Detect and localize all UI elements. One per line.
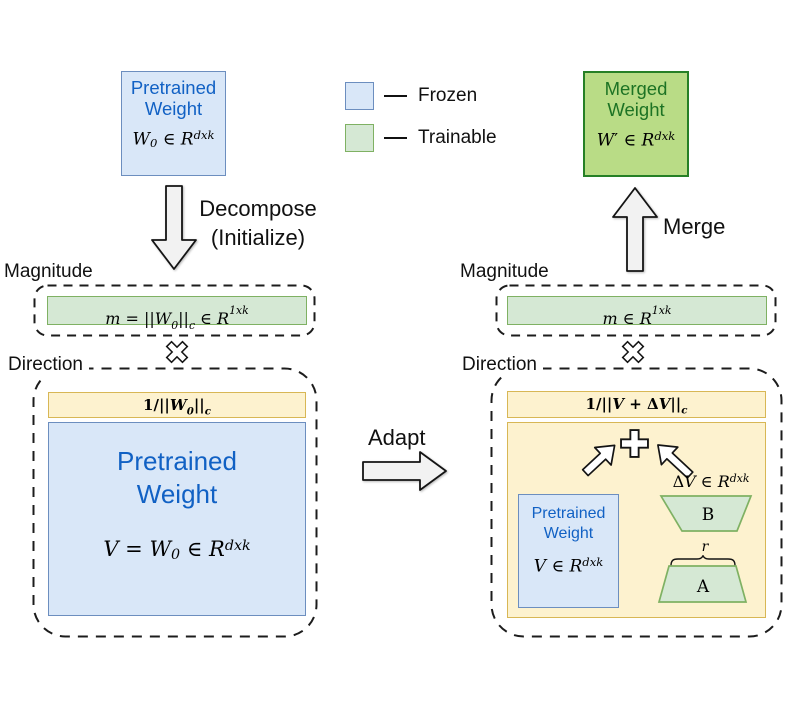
merged-weight-title-line1: Merged [604, 78, 668, 99]
sum-arrow-from-lora-icon [657, 444, 694, 479]
direction-label-right: Direction [462, 354, 543, 376]
merged-weight-title-line2: Weight [607, 99, 665, 120]
sum-arrow-from-pretrained-icon [581, 444, 616, 477]
direction-pretrained-title-line2: Weight [136, 479, 218, 509]
direction-pretrained-right-title-line2: Weight [543, 525, 594, 542]
scale-bar-left: 1/||W0||c [48, 392, 306, 418]
delta-v-formula: ΔV ∈ Rdxk [672, 472, 750, 491]
lora-a-label: A [696, 577, 710, 597]
lora-b-trapezoid: B [659, 495, 753, 532]
legend-trainable-label: Trainable [418, 127, 497, 148]
direction-pretrained-box-right: Pretrained Weight V ∈ Rdxk [518, 494, 619, 608]
decompose-label: Decompose (Initialize) [199, 194, 317, 252]
merge-label: Merge [663, 214, 726, 239]
pretrained-weight-title-line2: Weight [144, 98, 203, 119]
scale-formula-left: 1/||W0||c [143, 396, 211, 418]
multiply-icon-right [621, 340, 645, 364]
rank-brace-icon [670, 555, 736, 567]
magnitude-label-right: Magnitude [460, 261, 555, 283]
direction-pretrained-formula-right: V ∈ Rdxk [533, 555, 604, 577]
rank-label: r [701, 539, 709, 555]
legend: Frozen Trainable [345, 82, 497, 166]
decompose-down-arrow-icon [151, 185, 197, 270]
decompose-label-line2: (Initialize) [210, 225, 306, 250]
pretrained-weight-box: Pretrained Weight W0 ∈ Rdxk [121, 71, 226, 176]
magnitude-vector-left: m = ||W0||c ∈ R1xk [47, 296, 307, 333]
magnitude-formula-right: m ∈ R1xk [602, 304, 672, 329]
scale-formula-right: 1/||V + ΔV||c [585, 395, 688, 417]
lora-a-trapezoid: A [657, 565, 748, 603]
direction-dashed-container-left [32, 367, 318, 638]
trainable-swatch-icon [345, 124, 374, 152]
adapt-label: Adapt [368, 425, 426, 450]
merged-weight-box: Merged Weight W′ ∈ Rdxk [583, 71, 689, 177]
multiply-icon-left [165, 340, 189, 364]
magnitude-vector-right: m ∈ R1xk [507, 296, 767, 329]
scale-bar-right: 1/||V + ΔV||c [507, 391, 766, 418]
direction-pretrained-box-left: Pretrained Weight V = W0 ∈ Rdxk [48, 422, 306, 616]
legend-dash-icon [384, 137, 407, 139]
merge-up-arrow-icon [612, 187, 658, 272]
magnitude-formula-left: m = ||W0||c ∈ R1xk [105, 304, 249, 333]
magnitude-label-left: Magnitude [4, 261, 99, 283]
plus-icon [620, 429, 649, 458]
pretrained-weight-title-line1: Pretrained [130, 77, 217, 98]
legend-row-frozen: Frozen [345, 82, 497, 110]
direction-pretrained-formula-left: V = W0 ∈ Rdxk [103, 537, 251, 563]
frozen-swatch-icon [345, 82, 374, 110]
legend-row-trainable: Trainable [345, 124, 497, 152]
direction-pretrained-title-line1: Pretrained [117, 446, 237, 476]
lora-b-label: B [702, 505, 715, 525]
pretrained-weight-formula: W0 ∈ Rdxk [132, 128, 215, 150]
legend-frozen-label: Frozen [418, 85, 478, 106]
merged-weight-formula: W′ ∈ Rdxk [596, 129, 676, 151]
direction-dashed-container-right [490, 367, 783, 638]
decompose-label-line1: Decompose [199, 196, 317, 221]
direction-label-left: Direction [8, 354, 89, 376]
direction-pretrained-right-title-line1: Pretrained [531, 505, 606, 522]
adapt-right-arrow-icon [362, 451, 447, 491]
legend-dash-icon [384, 95, 407, 97]
